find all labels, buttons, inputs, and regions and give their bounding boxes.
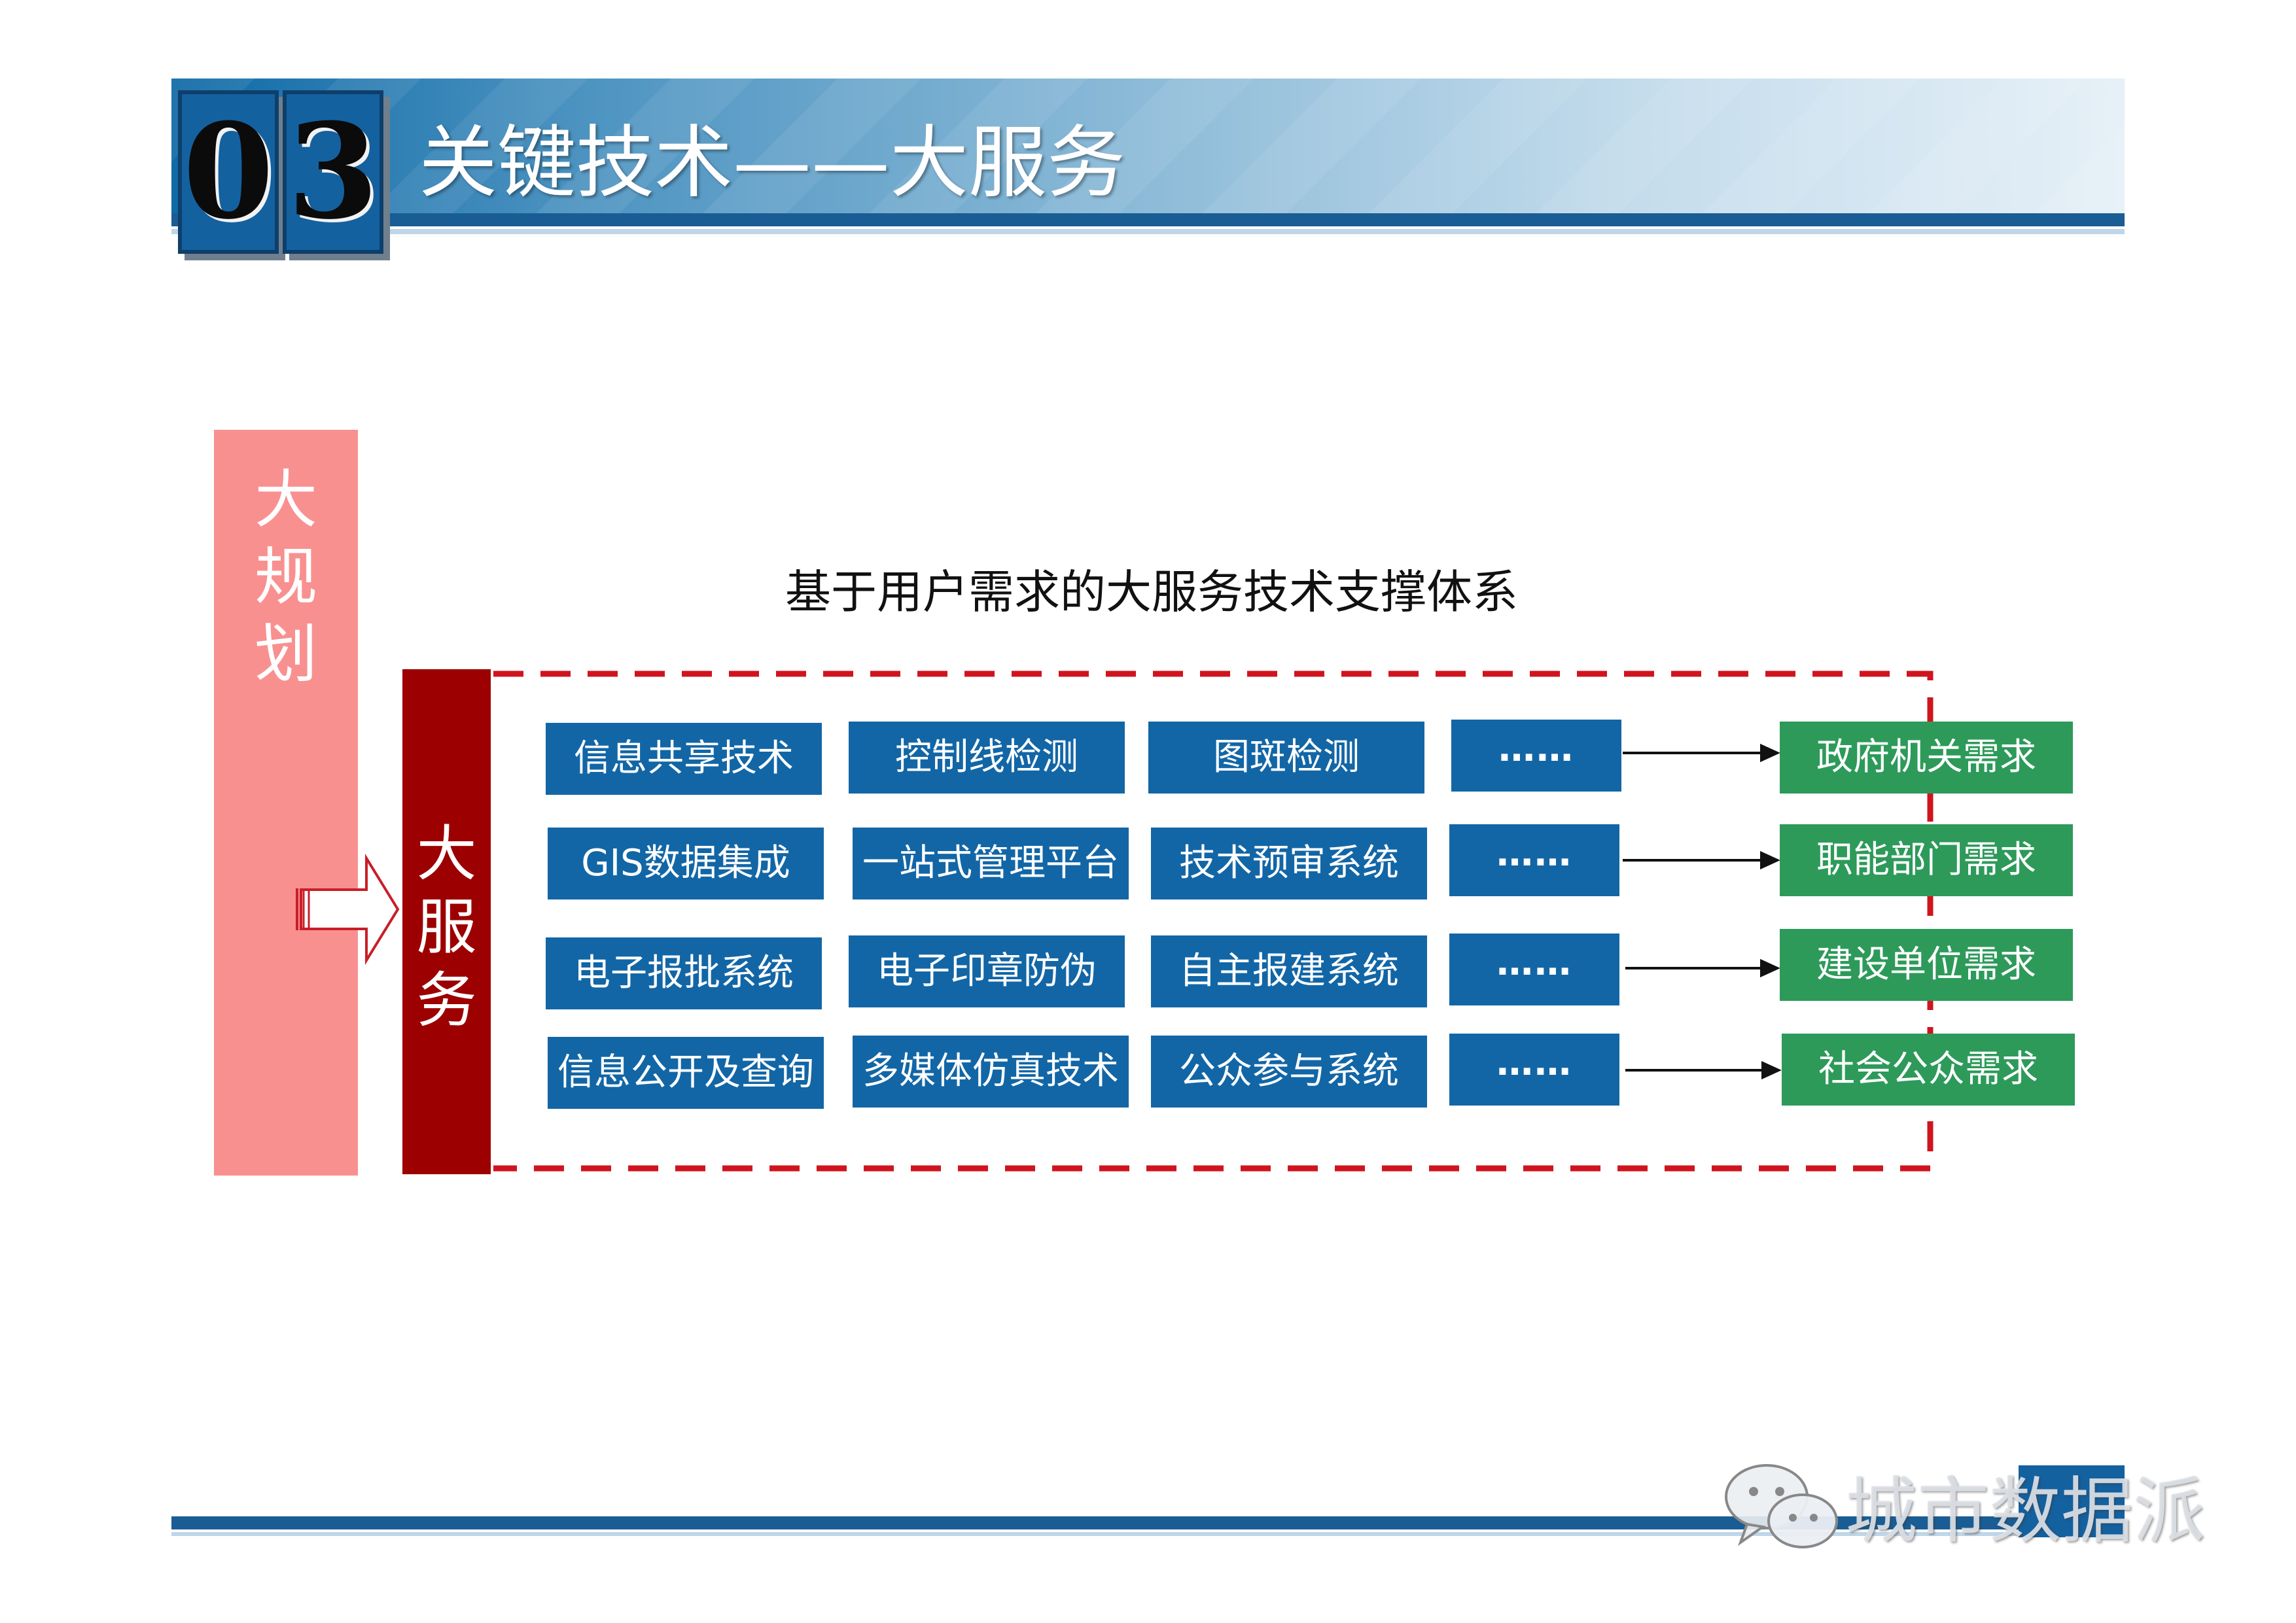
header-band: [171, 79, 2125, 221]
diagram-subtitle: 基于用户需求的大服务技术支撑体系: [785, 565, 1518, 619]
service-label-char: 服: [416, 892, 477, 962]
tech-cell: 图斑检测: [1148, 722, 1424, 794]
tech-cell: 多媒体仿真技术: [853, 1036, 1129, 1108]
section-digit-1-text: 0: [183, 95, 274, 249]
page-title: 关键技术——大服务: [419, 118, 1125, 209]
service-label-char: 大: [416, 819, 477, 889]
section-digit-2-text: 3: [287, 95, 379, 249]
tech-cell: 信息公开及查询: [548, 1037, 824, 1109]
more-cell: ……: [1449, 934, 1619, 1005]
connector-arrow-4: [1625, 1060, 1782, 1080]
hollow-right-arrow-icon: [296, 853, 400, 966]
more-cell: ……: [1449, 824, 1619, 896]
tech-cell: 信息共享技术: [546, 723, 822, 795]
need-cell: 职能部门需求: [1780, 824, 2073, 896]
connector-arrows: [1623, 743, 1782, 1080]
planning-column: [214, 430, 358, 1176]
tech-cell: 电子印章防伪: [849, 935, 1125, 1007]
tech-cell: 自主报建系统: [1151, 935, 1427, 1007]
section-number-digit-1: 0: [178, 90, 279, 254]
dashed-frame: [493, 671, 1934, 1172]
connector-arrow-1: [1623, 743, 1780, 763]
tech-cell: 技术预审系统: [1151, 828, 1427, 899]
tech-cell: 电子报批系统: [546, 937, 822, 1009]
service-label-char: 务: [416, 966, 477, 1036]
section-number-digit-2: 3: [283, 90, 383, 254]
need-cell: 建设单位需求: [1780, 929, 2073, 1001]
wechat-icon: [1725, 1464, 1838, 1548]
service-column-label: 大 服 务: [402, 818, 491, 1038]
planning-label-char: 规: [255, 540, 317, 614]
planning-column-label: 大 规 划: [214, 461, 358, 693]
header-rule: [171, 213, 2125, 226]
header-rule-light: [171, 229, 2125, 234]
service-column: [402, 669, 491, 1174]
footer-rule: [171, 1516, 2125, 1529]
tech-cell: 公众参与系统: [1151, 1036, 1427, 1108]
footer-block: [2019, 1465, 2125, 1537]
connector-arrow-2: [1623, 850, 1780, 870]
planning-label-char: 大: [255, 463, 317, 536]
more-cell: ……: [1451, 720, 1621, 792]
tech-cell: GIS数据集成: [548, 828, 824, 899]
need-cell: 政府机关需求: [1780, 722, 2073, 794]
footer-rule-light: [171, 1532, 2125, 1536]
tech-cell: 控制线检测: [849, 722, 1125, 794]
need-cell: 社会公众需求: [1782, 1034, 2075, 1106]
watermark-text: 城市数据派: [1845, 1469, 2205, 1553]
connector-arrow-3: [1625, 958, 1780, 978]
more-cell: ……: [1449, 1034, 1619, 1106]
planning-label-char: 划: [255, 618, 317, 691]
tech-cell: 一站式管理平台: [853, 828, 1129, 899]
